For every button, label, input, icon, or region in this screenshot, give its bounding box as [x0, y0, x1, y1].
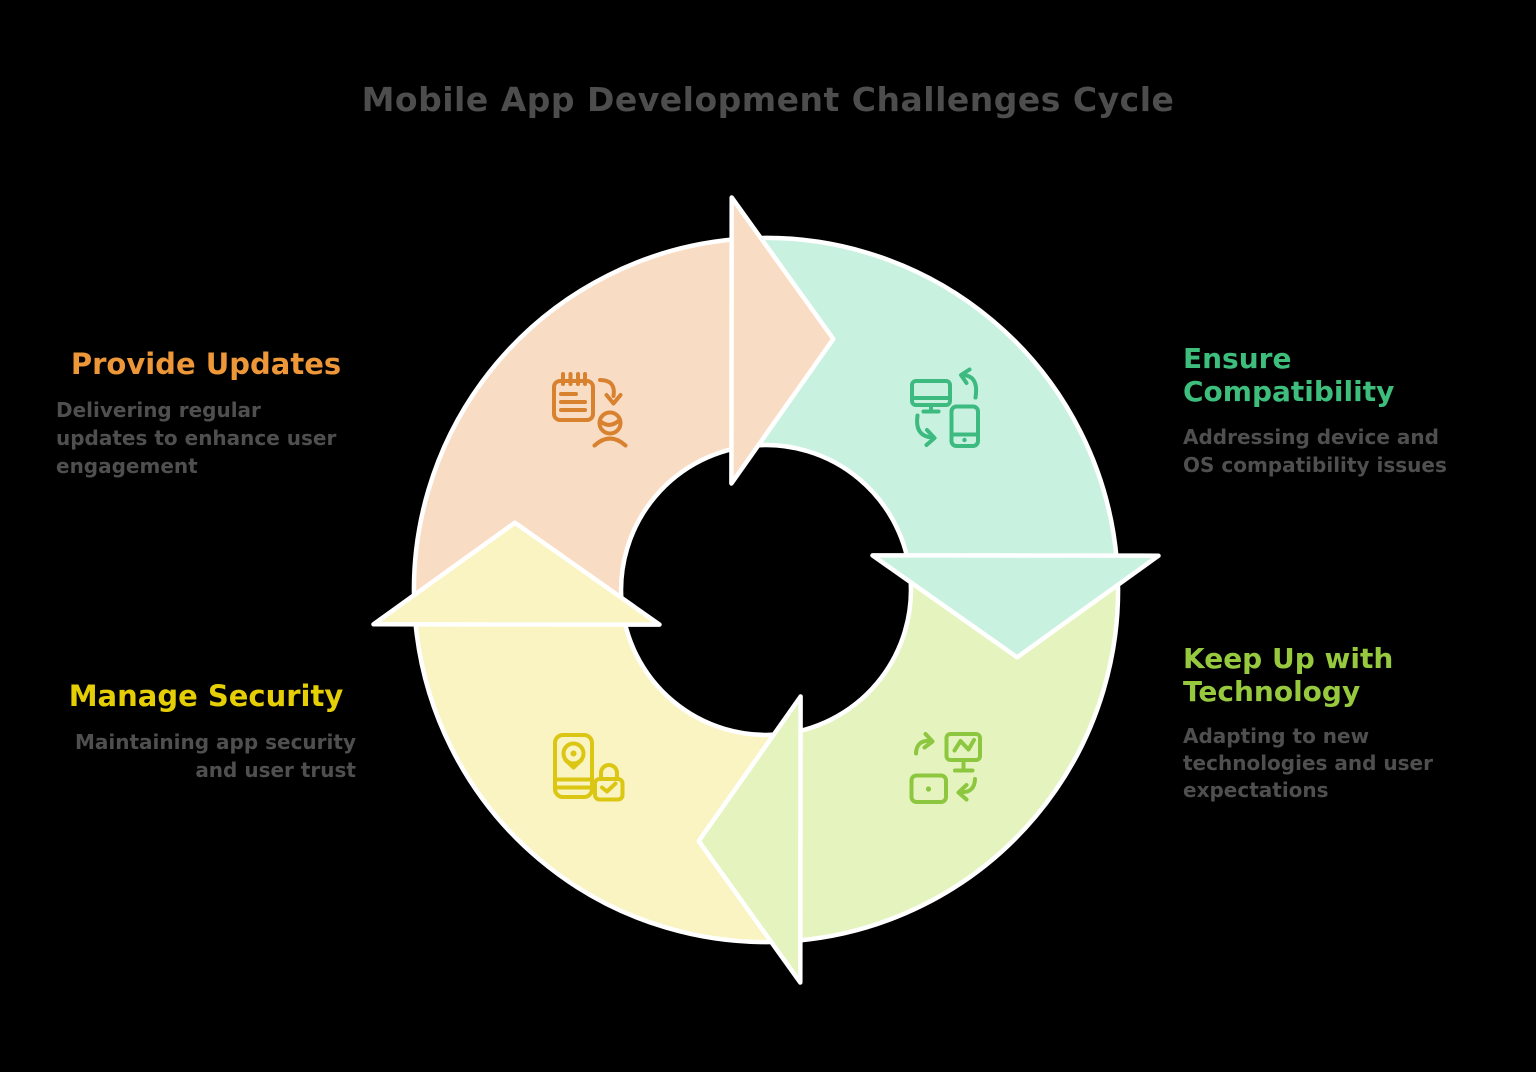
phone-lock-icon	[553, 733, 625, 802]
device-sync-icon	[910, 367, 980, 448]
provide-updates-block: Provide Updates Delivering regular updat…	[56, 348, 356, 480]
keep-up-with-technology-title: Keep Up with Technology	[1183, 642, 1394, 708]
ensure-compatibility-title: Ensure Compatibility	[1183, 342, 1395, 408]
manage-security-block: Manage Security Maintaining app security…	[56, 680, 356, 784]
segment-ensure-compatibility-arc	[733, 235, 1119, 580]
notepad-update-user-icon	[552, 372, 628, 448]
diagram-title: Mobile App Development Challenges Cycle	[361, 80, 1175, 119]
segment-manage-security-arc	[413, 600, 799, 945]
manage-security-title: Manage Security	[68, 679, 344, 713]
tech-refresh-icon	[909, 732, 982, 804]
segment-keep-up-with-technology-arrowhead	[696, 694, 803, 985]
provide-updates-description: Delivering regular updates to enhance us…	[56, 398, 337, 478]
keep-up-with-technology-block: Keep Up with Technology Adapting to new …	[1183, 642, 1463, 804]
segment-provide-updates-arrowhead	[729, 195, 836, 486]
segment-provide-updates-arc	[411, 237, 756, 623]
segment-manage-security-arrowhead	[371, 520, 662, 627]
manage-security-description: Maintaining app security and user trust	[75, 730, 356, 782]
ensure-compatibility-block: Ensure Compatibility Addressing device a…	[1183, 342, 1463, 479]
cycle-ring	[371, 195, 1161, 985]
ensure-compatibility-description: Addressing device and OS compatibility i…	[1183, 425, 1447, 477]
keep-up-with-technology-description: Adapting to new technologies and user ex…	[1183, 724, 1433, 802]
provide-updates-title: Provide Updates	[70, 347, 342, 381]
segment-ensure-compatibility-arrowhead	[870, 553, 1161, 660]
